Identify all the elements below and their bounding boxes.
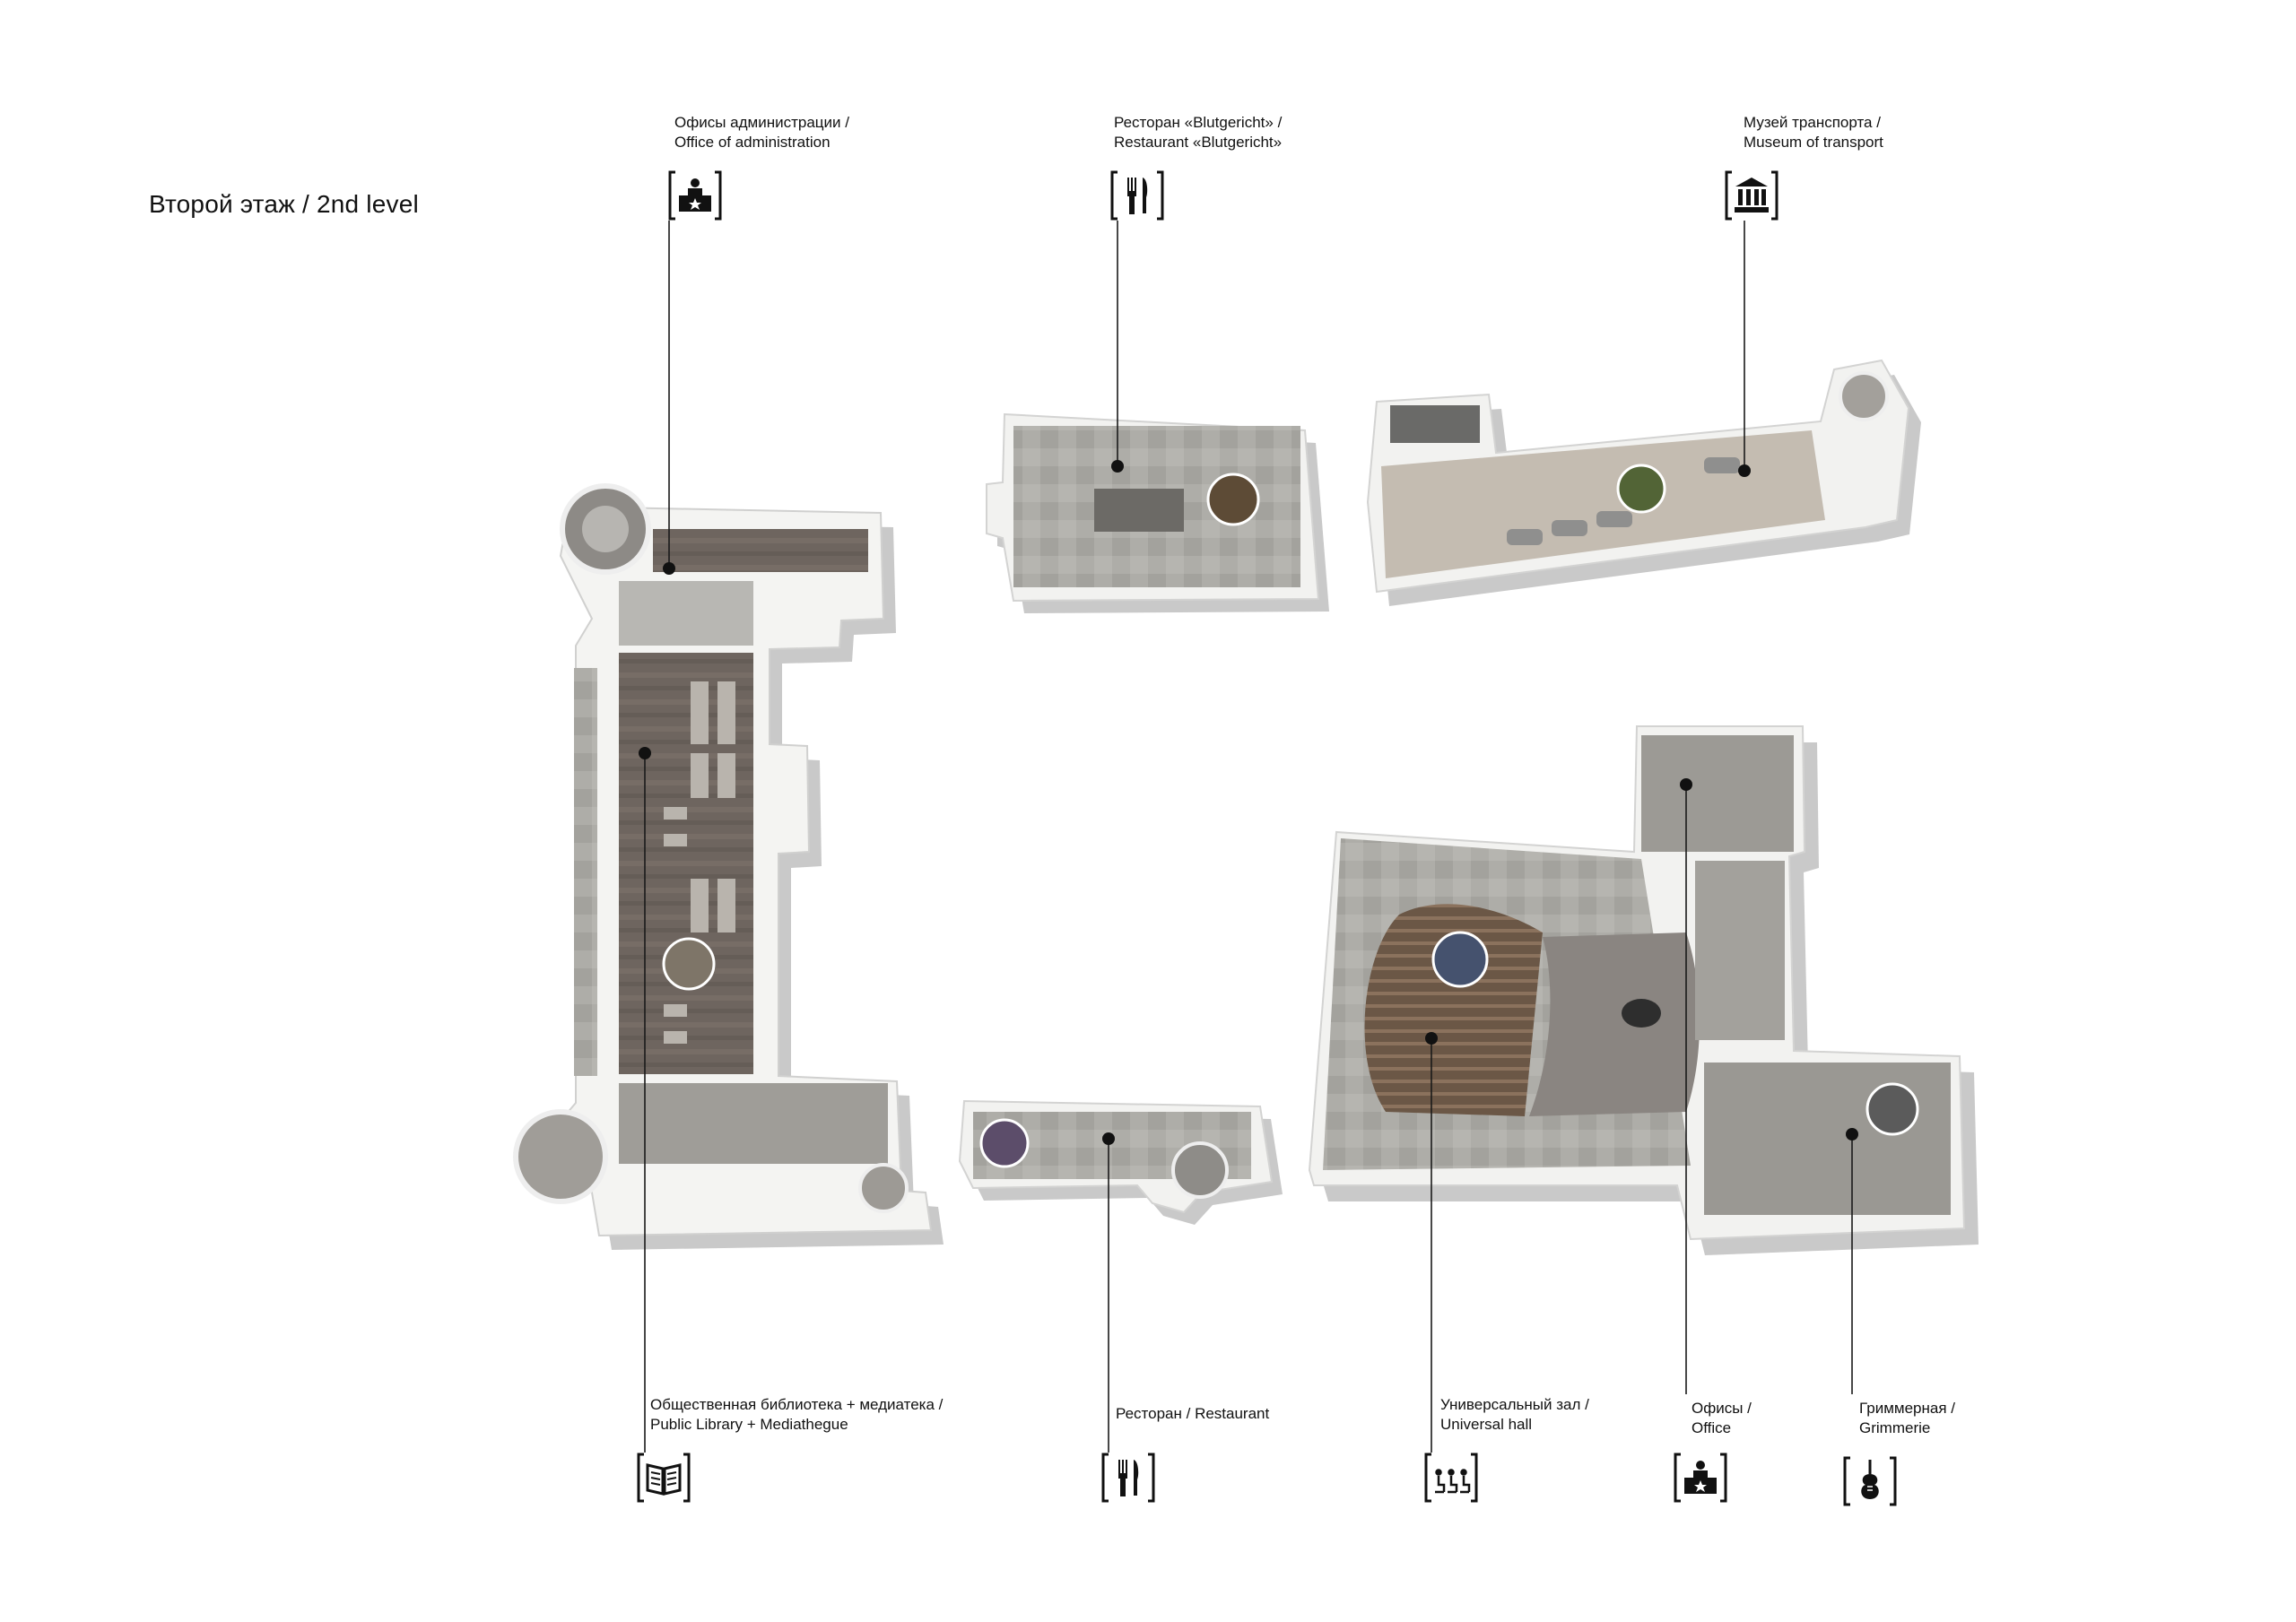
fork-knife-icon	[1110, 170, 1164, 221]
label-restaurant-ru: Ресторан / Restaurant	[1116, 1405, 1270, 1422]
offices-block-floor	[1641, 735, 1794, 852]
page-title: Второй этаж / 2nd level	[149, 190, 419, 218]
marker-admin	[663, 562, 675, 575]
transport-vehicles	[1507, 457, 1740, 545]
violin-icon	[1843, 1456, 1897, 1506]
label-admin: Офисы администрации / Office of administ…	[674, 113, 849, 152]
marker-grimmerie	[1846, 1128, 1858, 1141]
transport-exhibit-block	[1390, 405, 1480, 443]
label-transport-ru: Музей транспорта /	[1744, 114, 1881, 131]
tower-small-stair	[858, 1163, 909, 1213]
reception-desk-icon	[668, 170, 722, 221]
marker-library	[639, 747, 651, 759]
audience-seats-icon	[1424, 1453, 1478, 1503]
grimmerie-photo-bubble	[1866, 1082, 1919, 1136]
hall-auditorium-seating	[1364, 904, 1543, 1116]
grimmerie-floor	[1704, 1063, 1951, 1215]
label-library-en: Public Library + Mediathegue	[650, 1416, 848, 1433]
hall-complex-plan	[1308, 725, 1979, 1255]
label-blutgericht: Ресторан «Blutgericht» / Restaurant «Blu…	[1114, 113, 1282, 152]
south-service-rooms	[619, 1083, 888, 1164]
open-book-icon	[637, 1453, 691, 1503]
label-admin-en: Office of administration	[674, 134, 831, 151]
restaurant-plan	[958, 1099, 1283, 1225]
label-library-ru: Общественная библиотека + медиатека /	[650, 1396, 944, 1413]
label-office: Офисы / Office	[1692, 1399, 1752, 1438]
hall-stage	[1529, 932, 1700, 1116]
blutgericht-bar	[1094, 489, 1184, 532]
library-photo-bubble	[662, 937, 716, 991]
label-grimmerie-ru: Гриммерная /	[1859, 1400, 1955, 1417]
hall-photo-bubble	[1431, 931, 1489, 988]
label-restaurant: Ресторан / Restaurant	[1116, 1404, 1269, 1424]
label-admin-ru: Офисы администрации /	[674, 114, 849, 131]
label-hall-ru: Универсальный зал /	[1440, 1396, 1589, 1413]
label-grimmerie-en: Grimmerie	[1859, 1419, 1931, 1436]
museum-building-icon	[1725, 170, 1779, 221]
reception-desk-icon	[1674, 1453, 1727, 1503]
left-wing-plan	[513, 483, 944, 1250]
grand-piano	[1622, 999, 1661, 1028]
label-office-ru: Офисы /	[1692, 1400, 1752, 1417]
marker-office	[1680, 778, 1692, 791]
transport-museum-plan	[1366, 359, 1921, 606]
fork-knife-icon	[1101, 1453, 1155, 1503]
library-tables	[664, 681, 735, 1044]
label-blutgericht-ru: Ресторан «Blutgericht» /	[1114, 114, 1283, 131]
offices-corridor	[1695, 861, 1785, 1040]
marker-hall	[1425, 1032, 1438, 1045]
library-window-bays	[574, 668, 597, 1076]
label-grimmerie: Гриммерная / Grimmerie	[1859, 1399, 1955, 1438]
marker-blutgericht	[1111, 460, 1124, 473]
label-transport: Музей транспорта / Museum of transport	[1744, 113, 1883, 152]
restaurant-stair	[1171, 1141, 1229, 1199]
admin-offices-floor	[653, 529, 868, 572]
label-office-en: Office	[1692, 1419, 1732, 1436]
blutgericht-plan	[986, 412, 1329, 613]
blutgericht-photo-bubble	[1206, 473, 1260, 526]
label-blutgericht-en: Restaurant «Blutgericht»	[1114, 134, 1283, 151]
label-hall: Универсальный зал / Universal hall	[1440, 1395, 1589, 1435]
label-library: Общественная библиотека + медиатека / Pu…	[650, 1395, 943, 1435]
marker-transport	[1738, 464, 1751, 477]
leader-lines	[639, 221, 1858, 1453]
transport-stair-tower	[1839, 371, 1889, 421]
tower-south-stair	[513, 1109, 608, 1204]
label-hall-en: Universal hall	[1440, 1416, 1533, 1433]
marker-restaurant	[1102, 1132, 1115, 1145]
label-transport-en: Museum of transport	[1744, 134, 1883, 151]
restaurant-photo-bubble	[979, 1118, 1030, 1168]
stair-core	[582, 506, 629, 552]
admin-rooms	[619, 581, 753, 646]
transport-photo-bubble	[1616, 464, 1666, 514]
